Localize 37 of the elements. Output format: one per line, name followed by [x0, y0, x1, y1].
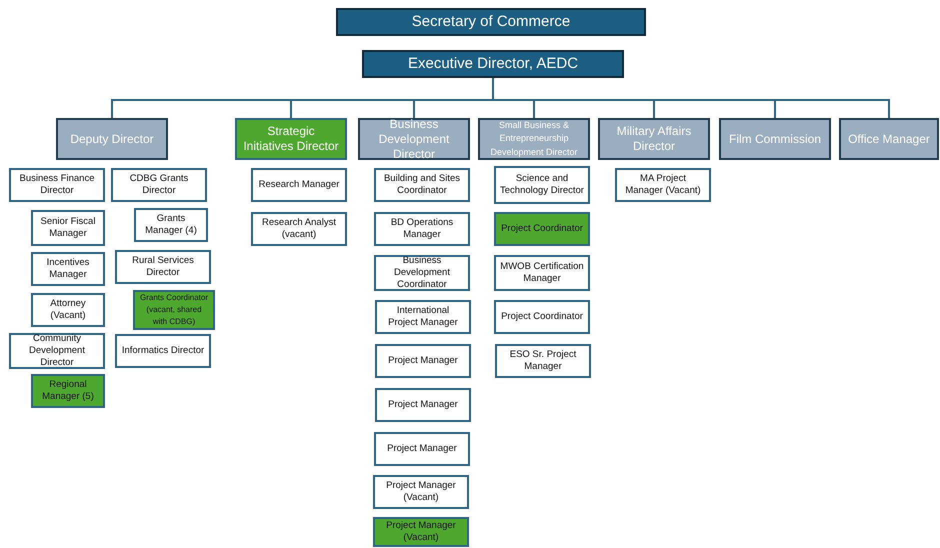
- position-box: Grants Manager (4): [134, 208, 208, 242]
- position-box: Incentives Manager: [31, 252, 105, 286]
- position-box: Senior Fiscal Manager: [31, 210, 105, 246]
- position-box: Business Development Coordinator: [374, 255, 470, 291]
- position-box: Project Manager: [375, 344, 471, 378]
- position-box: Science and Technology Director: [494, 166, 590, 204]
- position-box: Informatics Director: [115, 334, 211, 368]
- position-box: MA Project Manager (Vacant): [615, 168, 711, 202]
- highlighted-position-box: Project Coordinator: [494, 212, 590, 246]
- director-box: Film Commission: [719, 118, 831, 160]
- highlighted-position-box: Project Manager (Vacant): [373, 517, 469, 547]
- highlighted-director-box: Strategic Initiatives Director: [235, 118, 347, 160]
- position-box: Project Manager: [374, 432, 470, 466]
- director-box: Business Development Director: [358, 118, 470, 160]
- position-box: Attorney (Vacant): [31, 293, 105, 327]
- executive-box: Executive Director, AEDC: [362, 50, 624, 78]
- position-box: Rural Services Director: [115, 250, 211, 284]
- position-box: CDBG Grants Director: [111, 168, 207, 202]
- position-box: Research Manager: [251, 168, 347, 202]
- position-box: Project Manager: [375, 388, 471, 422]
- position-box: Project Manager (Vacant): [373, 475, 469, 509]
- highlighted-position-box: Grants Coordinator (vacant, shared with CDBG): [133, 290, 215, 330]
- position-box: Business Finance Director: [9, 168, 105, 202]
- position-box: ESO Sr. Project Manager: [495, 344, 591, 378]
- position-box: Research Analyst (vacant): [251, 212, 347, 246]
- executive-box: Secretary of Commerce: [336, 8, 646, 36]
- director-box: Military Affairs Director: [598, 118, 710, 160]
- position-box: MWOB Certification Manager: [494, 255, 590, 291]
- position-box: International Project Manager: [375, 300, 471, 334]
- highlighted-position-box: Regional Manager (5): [31, 374, 105, 408]
- director-box: Office Manager: [839, 118, 939, 160]
- director-box: Small Business & Entrepreneurship Development Director: [478, 118, 590, 160]
- position-box: Building and Sites Coordinator: [374, 168, 470, 202]
- position-box: Community Development Director: [9, 333, 105, 369]
- position-box: Project Coordinator: [494, 300, 590, 334]
- position-box: BD Operations Manager: [374, 212, 470, 246]
- director-box: Deputy Director: [56, 118, 168, 160]
